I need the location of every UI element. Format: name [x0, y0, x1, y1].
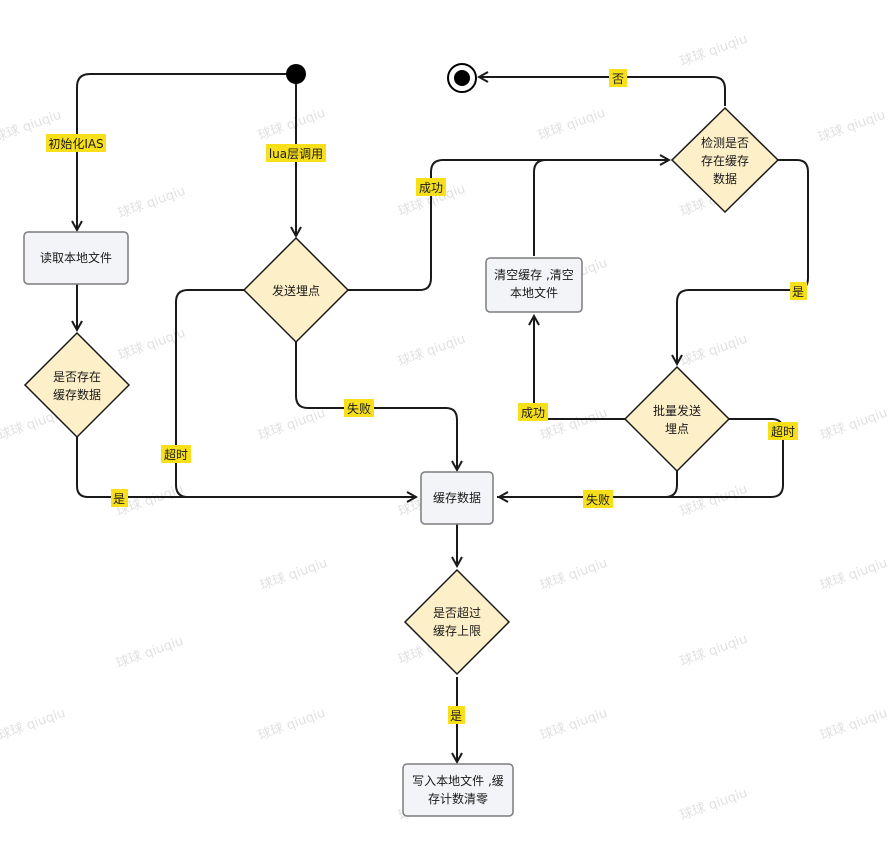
watermark: 球球 qiuqiu	[538, 406, 609, 444]
watermark: 球球 qiuqiu	[256, 106, 327, 144]
node-read-local: 读取本地文件	[23, 231, 129, 285]
watermark: 球球 qiuqiu	[116, 184, 187, 222]
edge-label-yes-right: 是	[790, 282, 807, 300]
node-label: 读取本地文件	[40, 250, 112, 265]
edge-batch-timeout-to-cache	[497, 418, 784, 498]
node-label: 发送埋点	[272, 283, 320, 298]
watermark: 球球 qiuqiu	[678, 332, 749, 370]
watermark: 球球 qiuqiu	[818, 406, 889, 444]
watermark: 球球 qiuqiu	[0, 706, 67, 744]
edge-start-to-read	[77, 73, 296, 230]
node-clear-cache: 清空缓存 ,清空 本地文件	[485, 257, 583, 313]
svg-text:否: 否	[612, 72, 624, 86]
node-label: 存在缓存	[701, 154, 749, 168]
edge-label-fail-batch: 失败	[583, 490, 613, 508]
watermark: 球球 qiuqiu	[816, 108, 887, 146]
node-write-local: 写入本地文件 ,缓 存计数清零	[402, 763, 514, 817]
node-label: 批量发送	[653, 403, 701, 418]
edge-label-fail-mid: 失败	[344, 399, 374, 417]
node-exists-cache: 是否存在 缓存数据	[23, 331, 131, 439]
svg-text:成功: 成功	[419, 181, 443, 195]
watermark: 球球 qiuqiu	[818, 556, 889, 594]
node-label: 是否超过	[433, 605, 481, 620]
node-send-event: 发送埋点	[242, 236, 350, 344]
node-over-limit: 是否超过 缓存上限	[403, 568, 511, 676]
edge-label-success-top: 成功	[416, 178, 446, 196]
node-label: 缓存数据	[53, 387, 101, 402]
svg-text:失败: 失败	[586, 492, 610, 507]
svg-text:lua层调用: lua层调用	[269, 147, 323, 161]
svg-text:是: 是	[450, 709, 462, 723]
edge-label-timeout-left: 超时	[161, 445, 191, 463]
edge-label-yes-left: 是	[111, 489, 128, 507]
edge-batch-fail-to-cache	[499, 471, 678, 497]
node-label: 存计数清零	[428, 791, 488, 806]
svg-text:初始化IAS: 初始化IAS	[48, 137, 103, 151]
svg-text:超时: 超时	[164, 447, 188, 462]
watermark: 球球 qiuqiu	[678, 786, 749, 824]
watermark: 球球 qiuqiu	[678, 32, 749, 70]
edge-send-success-to-check	[348, 160, 669, 291]
node-label: 是否存在	[53, 370, 101, 384]
watermark: 球球 qiuqiu	[538, 706, 609, 744]
edge-label-timeout-right: 超时	[768, 422, 798, 440]
node-label: 缓存上限	[433, 624, 481, 638]
watermark: 球球 qiuqiu	[678, 482, 749, 520]
node-label: 缓存数据	[433, 490, 481, 505]
svg-text:超时: 超时	[771, 424, 795, 439]
watermark: 球球 qiuqiu	[256, 706, 327, 744]
edge-label-no-end: 否	[609, 69, 627, 87]
node-label: 埋点	[665, 422, 689, 436]
start-node	[286, 64, 306, 84]
edge-send-fail-to-cache	[295, 342, 457, 470]
edge-label-lua-call: lua层调用	[266, 144, 326, 162]
svg-text:成功: 成功	[521, 406, 545, 420]
watermark: 球球 qiuqiu	[258, 556, 329, 594]
edge-clear-to-check	[533, 159, 669, 256]
edge-exists-yes-to-cache	[76, 437, 416, 497]
svg-text:是: 是	[792, 285, 804, 299]
watermark: 球球 qiuqiu	[256, 406, 327, 444]
watermark: 球球 qiuqiu	[396, 332, 467, 370]
end-node	[447, 63, 477, 93]
svg-text:是: 是	[113, 492, 125, 506]
node-cache-data: 缓存数据	[420, 471, 494, 525]
edge-label-success-batch: 成功	[518, 403, 548, 421]
node-label: 写入本地文件 ,缓	[412, 773, 504, 788]
watermark: 球球 qiuqiu	[818, 706, 889, 744]
svg-text:失败: 失败	[347, 401, 371, 416]
watermark: 球球 qiuqiu	[114, 634, 185, 672]
node-label: 检测是否	[701, 135, 749, 150]
edge-check-no-to-end	[479, 77, 726, 106]
node-batch-send: 批量发送 埋点	[623, 365, 731, 473]
node-label: 本地文件	[510, 285, 558, 300]
watermark: 球球 qiuqiu	[538, 556, 609, 594]
watermark: 球球 qiuqiu	[536, 106, 607, 144]
watermark: 球球 qiuqiu	[678, 632, 749, 670]
node-label: 数据	[713, 171, 737, 186]
edge-label-init-ias: 初始化IAS	[46, 134, 106, 152]
edge-label-yes-bottom: 是	[448, 706, 465, 724]
node-check-cache: 检测是否 存在缓存 数据	[670, 106, 780, 214]
edge-send-timeout-to-cache	[175, 289, 416, 498]
node-label: 清空缓存 ,清空	[494, 268, 574, 282]
